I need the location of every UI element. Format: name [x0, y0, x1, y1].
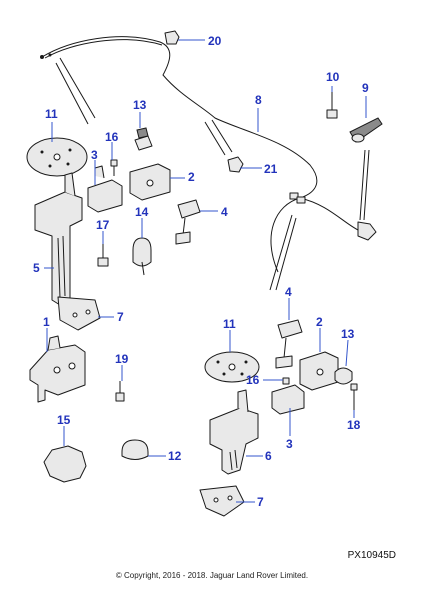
bracket-upper: [34, 172, 101, 331]
bolt-18: [350, 383, 358, 410]
reference-code: PX10945D: [347, 550, 396, 561]
callout-6: 6: [265, 449, 272, 463]
callout-16-upper: 16: [105, 130, 119, 144]
bump-stop-12: [121, 439, 149, 460]
grommet-14: [132, 237, 152, 276]
switch-upper: [134, 127, 153, 151]
callout-2-lower: 2: [316, 315, 323, 329]
switch-lower: [334, 367, 353, 385]
clip-17: [97, 244, 109, 267]
callout-21: 21: [264, 162, 278, 176]
latch-1: [29, 335, 86, 403]
callout-4-lower: 4: [285, 285, 292, 299]
callout-8: 8: [255, 93, 262, 107]
callout-3-upper: 3: [91, 148, 98, 162]
bolt-16-upper: [110, 159, 118, 176]
callout-18: 18: [347, 418, 361, 432]
callout-7-lower: 7: [257, 495, 264, 509]
callout-20: 20: [208, 34, 222, 48]
callout-17: 17: [96, 218, 110, 232]
microswitch-lower: [275, 319, 303, 369]
callout-15: 15: [57, 413, 71, 427]
latch-plate-upper: [26, 137, 88, 177]
callout-2-upper: 2: [188, 170, 195, 184]
callout-11-upper: 11: [45, 107, 58, 121]
microswitch-upper: [175, 199, 201, 245]
latch-lower: [299, 351, 339, 391]
callout-13-upper: 13: [133, 98, 147, 112]
screw-19: [115, 381, 125, 402]
callout-7-upper: 7: [117, 310, 124, 324]
callout-16-lower: 16: [246, 373, 260, 387]
callout-5: 5: [33, 261, 40, 275]
latch-plate-lower: [204, 351, 260, 383]
bolt-10: [326, 92, 338, 119]
callout-1: 1: [43, 315, 50, 329]
callout-4-upper: 4: [221, 205, 228, 219]
release-handle-9: [349, 117, 383, 143]
callouts: 20 8 10 9 21 11 16 13 3 2 4 14 17 5 7 1 …: [33, 34, 369, 509]
callout-9: 9: [362, 81, 369, 95]
lock-actuator-upper: [87, 165, 123, 213]
bracket-lower: [199, 389, 259, 517]
lock-actuator-lower: [271, 384, 305, 415]
callout-12: 12: [168, 449, 182, 463]
seal-15: [43, 445, 87, 483]
callout-19: 19: [115, 352, 129, 366]
leader-lines: [44, 39, 367, 503]
copyright-notice: © Copyright, 2016 - 2018. Jaguar Land Ro…: [115, 571, 309, 580]
callout-11-lower: 11: [223, 317, 236, 331]
callout-3-lower: 3: [286, 437, 293, 451]
callout-13-lower: 13: [341, 327, 355, 341]
bolt-16-lower: [282, 377, 290, 385]
callout-14: 14: [135, 205, 149, 219]
callout-10: 10: [326, 70, 340, 84]
latch-upper: [129, 163, 171, 201]
